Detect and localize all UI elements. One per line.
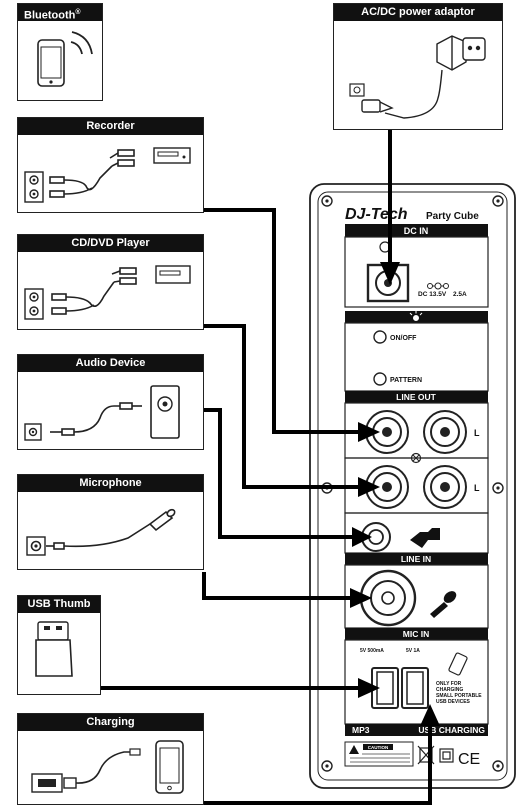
audio-player-device-icon <box>150 385 180 439</box>
charge-note-3: SMALL PORTABLE <box>436 693 482 699</box>
recorder-box: Recorder <box>17 117 204 213</box>
model-name: Party Cube <box>426 211 479 222</box>
caution-text: CAUTION <box>368 745 389 750</box>
pattern-button[interactable] <box>373 372 387 386</box>
cd-player-title: CD/DVD Player <box>18 235 203 252</box>
charge-note-4: USB DEVICES <box>436 699 471 705</box>
power-adaptor-icon <box>361 35 486 119</box>
smartphone-icon-2 <box>155 740 184 794</box>
rca-jack-panel-icon-2 <box>24 288 44 320</box>
rca-jack-panel-icon <box>24 171 44 203</box>
dc-spec-amps: 2.5A <box>453 291 467 298</box>
usb-thumb-title: USB Thumb <box>18 596 100 613</box>
mp3-label: MP3 <box>352 725 370 735</box>
aux-in-jack-right <box>365 465 409 509</box>
mic-in-label: MIC IN <box>403 629 429 639</box>
light-icon <box>409 311 423 321</box>
cd-player-device-icon <box>155 265 191 284</box>
on-off-label: ON/OFF <box>390 335 417 342</box>
line-out-label: LINE OUT <box>396 392 436 402</box>
usb-charge-spec: 5V 1A <box>406 648 420 654</box>
charging-title: Charging <box>18 714 203 731</box>
registered-mark: ® <box>75 9 81 16</box>
ce-mark: CE <box>458 751 480 768</box>
microphone-box: Microphone <box>17 474 204 570</box>
connection-lines <box>101 130 432 805</box>
mic-jack-icon <box>26 536 46 556</box>
recorder-title: Recorder <box>18 118 203 135</box>
usb-mp3-spec: 5V 500mA <box>360 648 384 654</box>
double-insulation-icon <box>439 748 454 763</box>
mini-plug-icon <box>410 528 440 548</box>
bluetooth-title: Bluetooth <box>24 9 76 22</box>
usb-charging-label: USB CHARGING <box>418 725 485 735</box>
line-in-label: LINE IN <box>401 554 431 564</box>
aux-cable-icon <box>50 402 142 436</box>
usb-charging-port <box>401 667 429 709</box>
line-in-jack <box>361 522 391 552</box>
pattern-label: PATTERN <box>390 377 422 384</box>
polarity-symbol <box>427 282 449 290</box>
arrowheads <box>350 262 440 726</box>
rca-cable-icon-2 <box>51 267 137 315</box>
usb-charger-icon <box>31 748 141 793</box>
dc-spec: DC 13.5V <box>418 291 447 298</box>
charge-note-1: ONLY FOR <box>436 681 462 687</box>
microphone-icon <box>46 508 176 550</box>
wireless-signal-icon <box>70 31 93 55</box>
aux-l-label: L <box>474 483 480 493</box>
usb-thumb-drive-icon <box>35 621 73 677</box>
aux-jack-icon <box>24 423 42 441</box>
mic-symbol-icon <box>430 591 457 618</box>
phone-charge-icon <box>448 652 468 676</box>
audio-device-title: Audio Device <box>18 355 203 372</box>
dc-in-label: DC IN <box>404 226 429 236</box>
charge-note-2: CHARGING <box>436 687 463 693</box>
recorder-device-icon <box>153 147 191 164</box>
line-out-l-label: L <box>474 428 480 438</box>
line-out-jack-left <box>423 410 467 454</box>
smartphone-icon <box>37 39 65 87</box>
rca-cable-icon <box>49 149 135 198</box>
mic-in-jack <box>359 569 417 627</box>
on-off-button[interactable] <box>373 330 387 344</box>
power-title: AC/DC power adaptor <box>334 4 502 21</box>
dc-plug-symbol <box>349 83 365 97</box>
aux-in-jack-left <box>423 465 467 509</box>
brand-logo: DJ-Tech <box>345 206 408 223</box>
caution-label: CAUTION <box>344 741 414 767</box>
cd-player-box: CD/DVD Player <box>17 234 204 330</box>
microphone-title: Microphone <box>18 475 203 492</box>
